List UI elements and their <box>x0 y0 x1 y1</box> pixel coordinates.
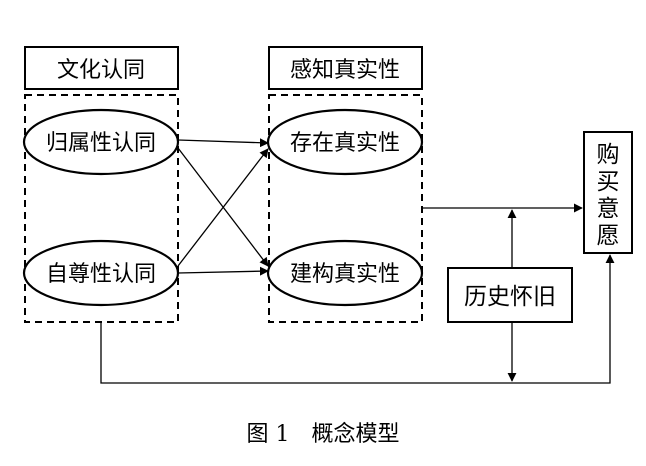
constructive-authenticity-label: 建构真实性 <box>290 262 400 287</box>
arrow-self-esteem-to-existential <box>177 148 269 267</box>
identity-to-authenticity-arrows <box>177 138 269 276</box>
arrow-self-esteem-to-constructive <box>177 266 269 276</box>
belonging-identity-ellipse <box>22 108 180 176</box>
arrow-belonging-to-existential <box>177 138 269 148</box>
historical-nostalgia-group: 历史怀旧 <box>447 209 573 382</box>
belonging-identity-label: 归属性认同 <box>46 131 156 156</box>
purchase-intention-group: 购 买 意 愿 <box>583 131 633 254</box>
historical-nostalgia-label: 历史怀旧 <box>464 284 556 310</box>
perceived-authenticity-title: 感知真实性 <box>290 58 400 83</box>
purchase-intention-char-2: 买 <box>597 169 620 195</box>
purchase-intention-char-3: 意 <box>597 196 620 222</box>
purchase-intention-box <box>583 131 633 254</box>
existential-authenticity-label: 存在真实性 <box>290 131 400 156</box>
figure-caption: 图 1 概念模型 <box>247 422 400 447</box>
culture-identity-group: 文化认同 归属性认同 自尊性认同 <box>22 46 180 323</box>
culture-identity-title-box <box>24 46 179 90</box>
self-esteem-identity-label: 自尊性认同 <box>46 262 156 287</box>
purchase-intention-char-4: 愿 <box>597 223 620 249</box>
purchase-intention-char-1: 购 <box>597 142 620 168</box>
arrow-identity-to-purchase <box>100 254 615 384</box>
perceived-authenticity-group: 感知真实性 存在真实性 建构真实性 <box>266 46 424 323</box>
perceived-authenticity-title-box <box>268 46 423 90</box>
historical-nostalgia-box <box>447 267 573 323</box>
culture-identity-title: 文化认同 <box>57 58 145 83</box>
